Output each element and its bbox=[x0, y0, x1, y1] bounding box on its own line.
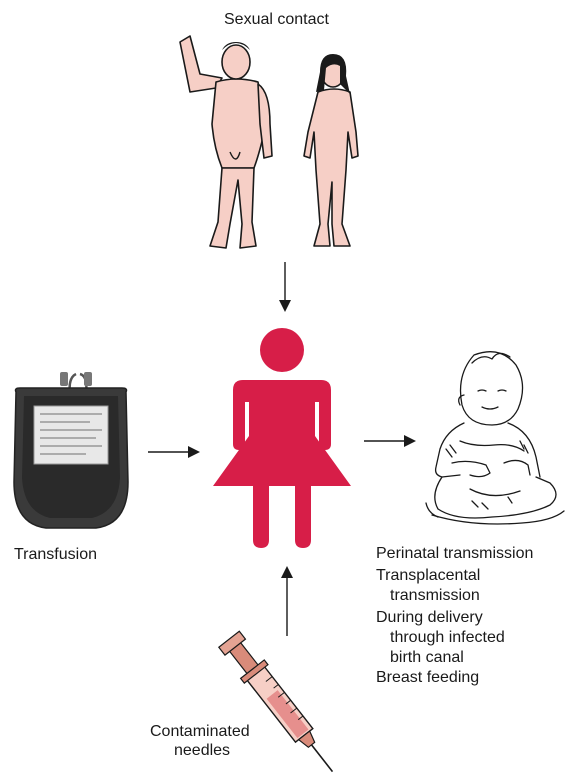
syringe-icon bbox=[212, 640, 352, 775]
label-transplacental: Transplacental bbox=[376, 566, 480, 585]
arrow-bottom-to-center bbox=[280, 566, 294, 636]
label-transfusion: Transfusion bbox=[14, 545, 97, 564]
infant-sketch bbox=[412, 345, 570, 530]
label-during-delivery-cont2: birth canal bbox=[390, 648, 464, 667]
label-needles: needles bbox=[174, 741, 230, 760]
blood-bag-icon bbox=[10, 372, 132, 530]
arrow-center-to-right bbox=[364, 434, 418, 448]
arrow-top-to-center bbox=[278, 262, 292, 312]
label-during-delivery: During delivery bbox=[376, 608, 483, 627]
label-sexual-contact: Sexual contact bbox=[224, 10, 329, 29]
label-transplacental-cont: transmission bbox=[390, 586, 480, 605]
couple-illustration bbox=[170, 32, 390, 257]
woman-figure-icon bbox=[213, 328, 351, 548]
arrow-left-to-center bbox=[148, 445, 202, 459]
label-breast-feeding: Breast feeding bbox=[376, 668, 479, 687]
label-during-delivery-cont1: through infected bbox=[390, 628, 505, 647]
label-perinatal: Perinatal transmission bbox=[376, 544, 533, 563]
label-contaminated: Contaminated bbox=[150, 722, 250, 741]
